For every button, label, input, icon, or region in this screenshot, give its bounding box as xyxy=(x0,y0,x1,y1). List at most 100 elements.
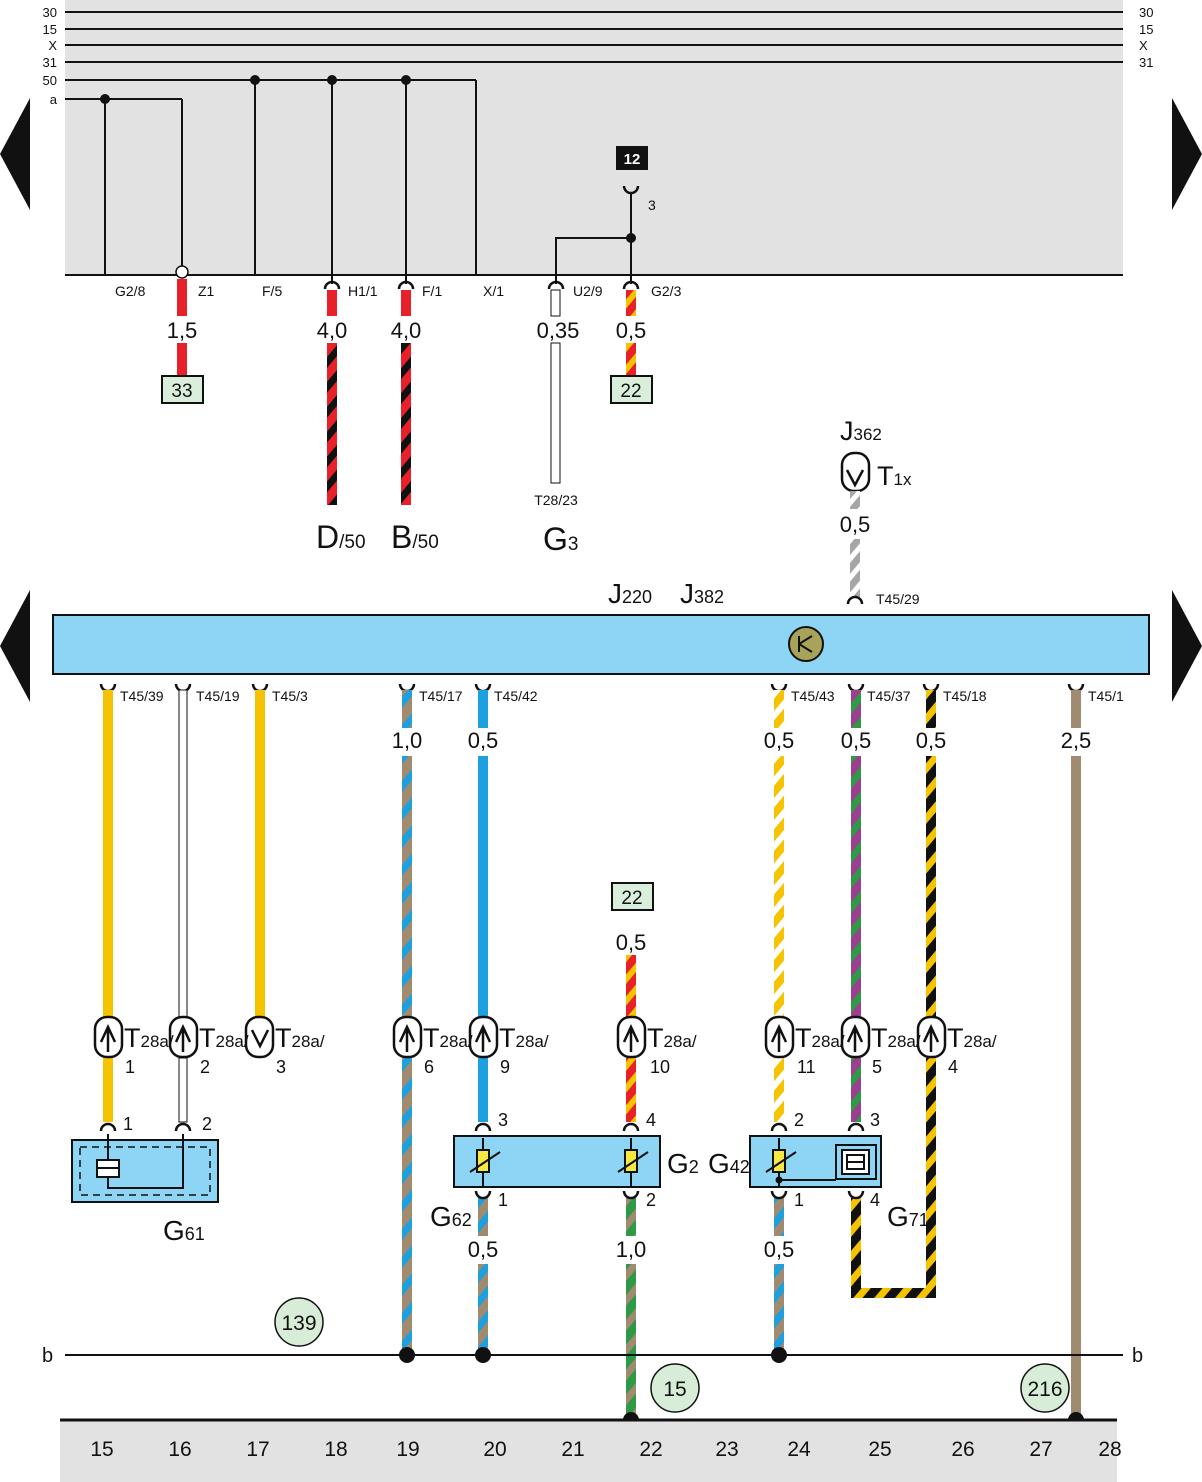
wire-t45-18-black-yellow xyxy=(926,690,936,728)
wire-t45-43-yellow-white-c xyxy=(774,1058,784,1122)
g71-pressure-sensor xyxy=(779,1144,877,1181)
wire-t45-17-brown-blue xyxy=(402,690,412,728)
pin-t45-43: T45/43 xyxy=(791,688,835,704)
ref-box-22-top-label: 22 xyxy=(620,381,641,402)
gauge-t45-43: 0,5 xyxy=(764,728,795,753)
prev-page-arrow-top[interactable] xyxy=(0,98,30,210)
wire-g62-1-brown-blue-b xyxy=(478,1264,488,1354)
g42-junction xyxy=(775,1176,783,1184)
ref-circle-216-label: 216 xyxy=(1027,1378,1062,1401)
gauge-g2: 0,5 xyxy=(616,318,647,343)
target-d50: D/50 xyxy=(316,519,366,555)
g2-label: G2 xyxy=(667,1148,699,1179)
ref-box-33[interactable] xyxy=(161,375,204,404)
rail-label-31: 31 xyxy=(43,55,57,70)
wire-t45-37-violet-green xyxy=(851,690,861,728)
grid-number-27: 27 xyxy=(1029,1438,1052,1461)
t28a-10-num: 10 xyxy=(650,1057,670,1077)
t28a-11-label: T28a/ xyxy=(795,1023,845,1053)
pin-t45-29: T45/29 xyxy=(876,591,920,607)
ground-label-b-left: b xyxy=(42,1345,53,1367)
t28a-4-num: 4 xyxy=(948,1057,958,1077)
wire-t45-18-black-yellow-b xyxy=(926,756,936,1017)
g61-inner-housing xyxy=(79,1146,211,1196)
grid-number-21: 21 xyxy=(561,1438,584,1461)
grid-number-24: 24 xyxy=(787,1438,811,1461)
gauge-z1: 1,5 xyxy=(167,318,198,343)
grid-numbers: 15 16 17 18 19 20 21 22 23 24 25 26 27 2… xyxy=(90,1438,1121,1461)
t28a-3-label: T28a/ xyxy=(275,1023,325,1053)
g2-pin-2: 2 xyxy=(646,1190,656,1210)
wire-g42-1-brown-blue xyxy=(774,1198,784,1236)
grid-number-strip xyxy=(60,1420,1117,1482)
gauge-f1: 4,0 xyxy=(391,318,422,343)
wire-g2-2-green-brown xyxy=(626,1198,636,1236)
rail-label-15: 15 xyxy=(43,22,57,37)
ref-circle-15[interactable] xyxy=(650,1363,700,1413)
ref-circle-216[interactable] xyxy=(1020,1363,1070,1413)
wire-z1-red-lower xyxy=(177,343,187,376)
supply-rails xyxy=(65,11,1123,100)
wire-t45-43-yellow-white-b xyxy=(774,756,784,1017)
control-module-j220-j382 xyxy=(52,614,1150,675)
wire-h1-red-black-lower xyxy=(327,343,337,505)
wire-f1-red-black-lower xyxy=(401,343,411,505)
grid-number-28: 28 xyxy=(1098,1438,1121,1461)
next-page-arrow-top[interactable] xyxy=(1172,98,1202,210)
ref-box-22-top[interactable] xyxy=(610,375,653,404)
wire-t45-1-brown xyxy=(1071,690,1081,728)
t28a-10-label: T28a/ xyxy=(647,1023,697,1053)
grid-number-18: 18 xyxy=(324,1438,347,1461)
g2-thermistor xyxy=(617,1138,649,1186)
wire-t45-37-violet-green-c xyxy=(851,1058,861,1122)
next-page-arrow-bottom[interactable] xyxy=(1172,590,1202,702)
wire-u2-white-lower xyxy=(550,342,561,484)
g71-pin-4: 4 xyxy=(870,1190,880,1210)
wire-t45-17-brown-blue-c xyxy=(402,1058,412,1354)
terminal-x-1: X/1 xyxy=(483,283,504,299)
wire-g42-1-brown-blue-b xyxy=(774,1264,784,1354)
g61-label: G61 xyxy=(163,1215,205,1246)
rail-label-50: 50 xyxy=(43,73,57,88)
relay-symbol xyxy=(788,626,824,662)
ground-label-b-right: b xyxy=(1132,1345,1143,1367)
grid-number-15: 15 xyxy=(90,1438,113,1461)
panel-junction-dots xyxy=(100,75,636,243)
rail-label-x-right: X xyxy=(1139,38,1148,53)
fuse-panel xyxy=(65,0,1123,275)
g61-sensor-symbol xyxy=(96,1134,184,1189)
t28a-6-label: T28a/ xyxy=(423,1023,473,1053)
pin-t45-39: T45/39 xyxy=(120,688,164,704)
ref-box-22-bottom-label: 22 xyxy=(621,888,642,909)
t28a-labels: T28a/ 1 T28a/ 2 T28a/ 3 T28a/ 6 T28a/ 9 … xyxy=(124,1023,997,1077)
wire-g2-red-yellow-lower xyxy=(626,343,636,376)
terminal-g2-3: G2/3 xyxy=(651,283,682,299)
rail-label-a: a xyxy=(50,92,58,107)
pin-t45-42: T45/42 xyxy=(494,688,538,704)
wire-t45-43-yellow-white xyxy=(774,690,784,728)
wire-t45-18-black-yellow-c xyxy=(926,1058,936,1298)
grid-number-17: 17 xyxy=(246,1438,269,1461)
pin-t45-3: T45/3 xyxy=(272,688,308,704)
prev-page-arrow-bottom[interactable] xyxy=(0,590,30,702)
pin-t45-19: T45/19 xyxy=(196,688,240,704)
terminal-h1-1: H1/1 xyxy=(348,283,378,299)
wire-g2-red-yellow xyxy=(626,290,636,316)
grid-number-20: 20 xyxy=(483,1438,506,1461)
terminal-f-1: F/1 xyxy=(422,283,442,299)
ref-circle-15-label: 15 xyxy=(663,1378,686,1401)
ref-box-22-bottom[interactable] xyxy=(611,882,654,911)
t28a-connector-marks xyxy=(99,1024,940,1052)
g62-label: G62 xyxy=(430,1201,472,1232)
grid-number-22: 22 xyxy=(639,1438,662,1461)
target-g3: G3 xyxy=(543,521,578,557)
wire-t45-42-blue xyxy=(478,690,488,728)
ground-junction-dots xyxy=(399,1347,1084,1428)
wire-j362-gray-lower xyxy=(850,539,860,597)
ref-circle-139[interactable] xyxy=(274,1297,324,1347)
component-pin-cups xyxy=(99,1122,865,1200)
g2-pin-4: 4 xyxy=(646,1110,656,1130)
wire-t45-19-white-b xyxy=(178,1057,188,1123)
fuse-terminal-labels: G2/8 Z1 F/5 H1/1 F/1 X/1 U2/9 G2/3 xyxy=(115,283,682,299)
